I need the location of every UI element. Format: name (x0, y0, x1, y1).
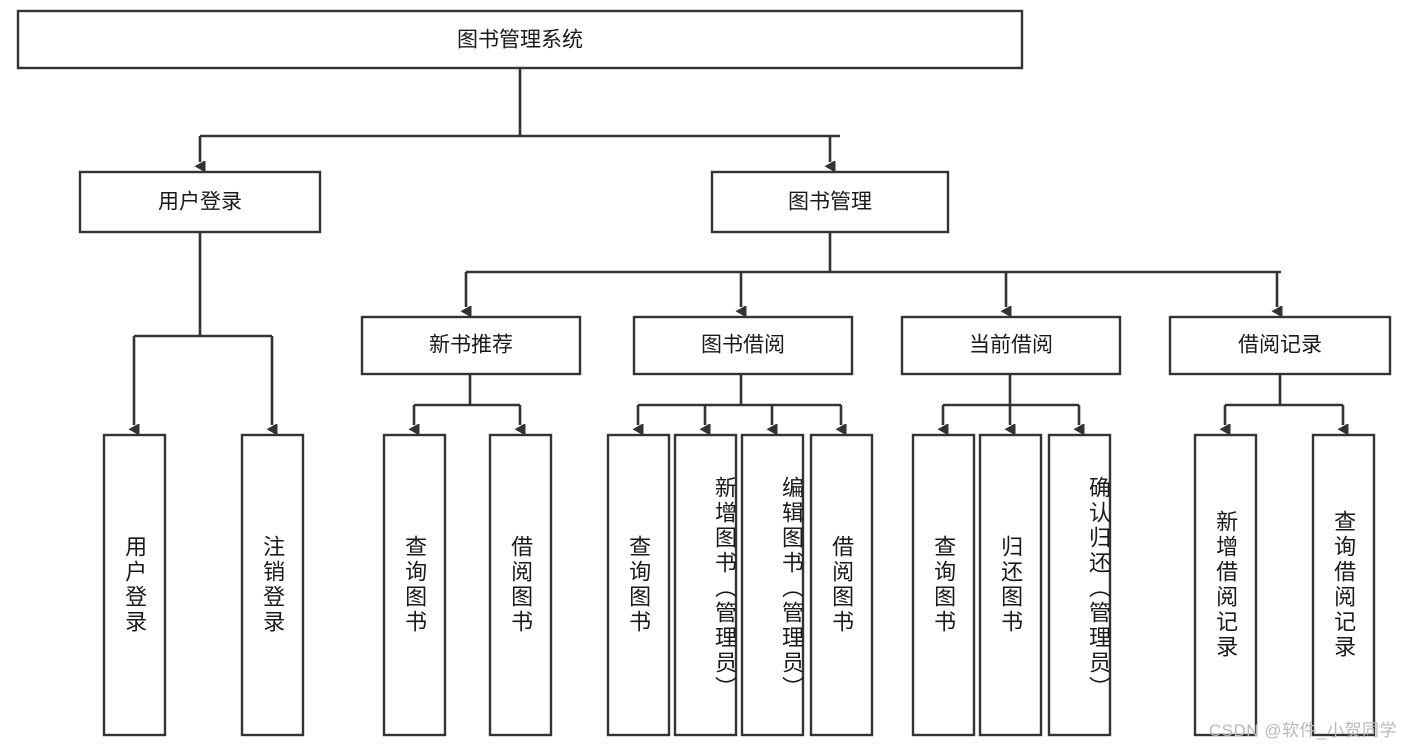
node-current-borrow[interactable]: 当前借阅 (900, 315, 1122, 376)
node-leaf-logout[interactable] (240, 433, 305, 737)
node-book-manage[interactable]: 图书管理 (710, 170, 950, 234)
node-borrow-record-label: 借阅记录 (1238, 334, 1322, 357)
node-root-label: 图书管理系统 (457, 29, 583, 52)
node-new-book-rec[interactable]: 新书推荐 (360, 315, 582, 376)
node-leaf-add-record[interactable] (1193, 433, 1258, 737)
edge-userlogin-to-leaves (134, 232, 272, 425)
node-leaf-borrow-book-2[interactable] (809, 433, 874, 737)
node-root[interactable]: 图书管理系统 (16, 9, 1024, 70)
node-leaf-return-book[interactable] (978, 433, 1043, 737)
node-borrow-record[interactable]: 借阅记录 (1168, 315, 1392, 376)
node-user-login-label: 用户登录 (158, 191, 242, 214)
node-book-borrow[interactable]: 图书借阅 (632, 315, 854, 376)
node-leaf-borrow-book-1[interactable] (488, 433, 553, 737)
edge-root-to-level2 (200, 68, 840, 162)
edge-bookborrow-to-leaves (638, 374, 841, 425)
edge-newbook-to-leaves (414, 374, 520, 425)
node-user-login[interactable]: 用户登录 (78, 170, 322, 234)
node-leaf-user-login[interactable] (102, 433, 167, 737)
node-leaf-query-book-1[interactable] (382, 433, 447, 737)
node-leaf-edit-book[interactable] (740, 433, 805, 737)
node-leaf-query-book-2[interactable] (606, 433, 671, 737)
node-leaf-add-book[interactable] (673, 433, 738, 737)
node-leaf-query-book-3[interactable] (911, 433, 976, 737)
node-book-borrow-label: 图书借阅 (701, 334, 785, 357)
node-current-borrow-label: 当前借阅 (969, 334, 1053, 357)
node-leaf-query-record[interactable] (1311, 433, 1376, 737)
node-new-book-rec-label: 新书推荐 (429, 334, 513, 357)
edge-bookmanage-to-level3 (466, 232, 1281, 307)
node-book-manage-label: 图书管理 (788, 191, 872, 214)
edge-borrowrecord-to-leaves (1225, 374, 1343, 425)
node-leaf-confirm-return[interactable] (1047, 433, 1112, 737)
csdn-watermark: CSDN @软件_小贺同学 (1208, 721, 1397, 740)
edge-currentborrow-to-leaves (943, 374, 1079, 425)
